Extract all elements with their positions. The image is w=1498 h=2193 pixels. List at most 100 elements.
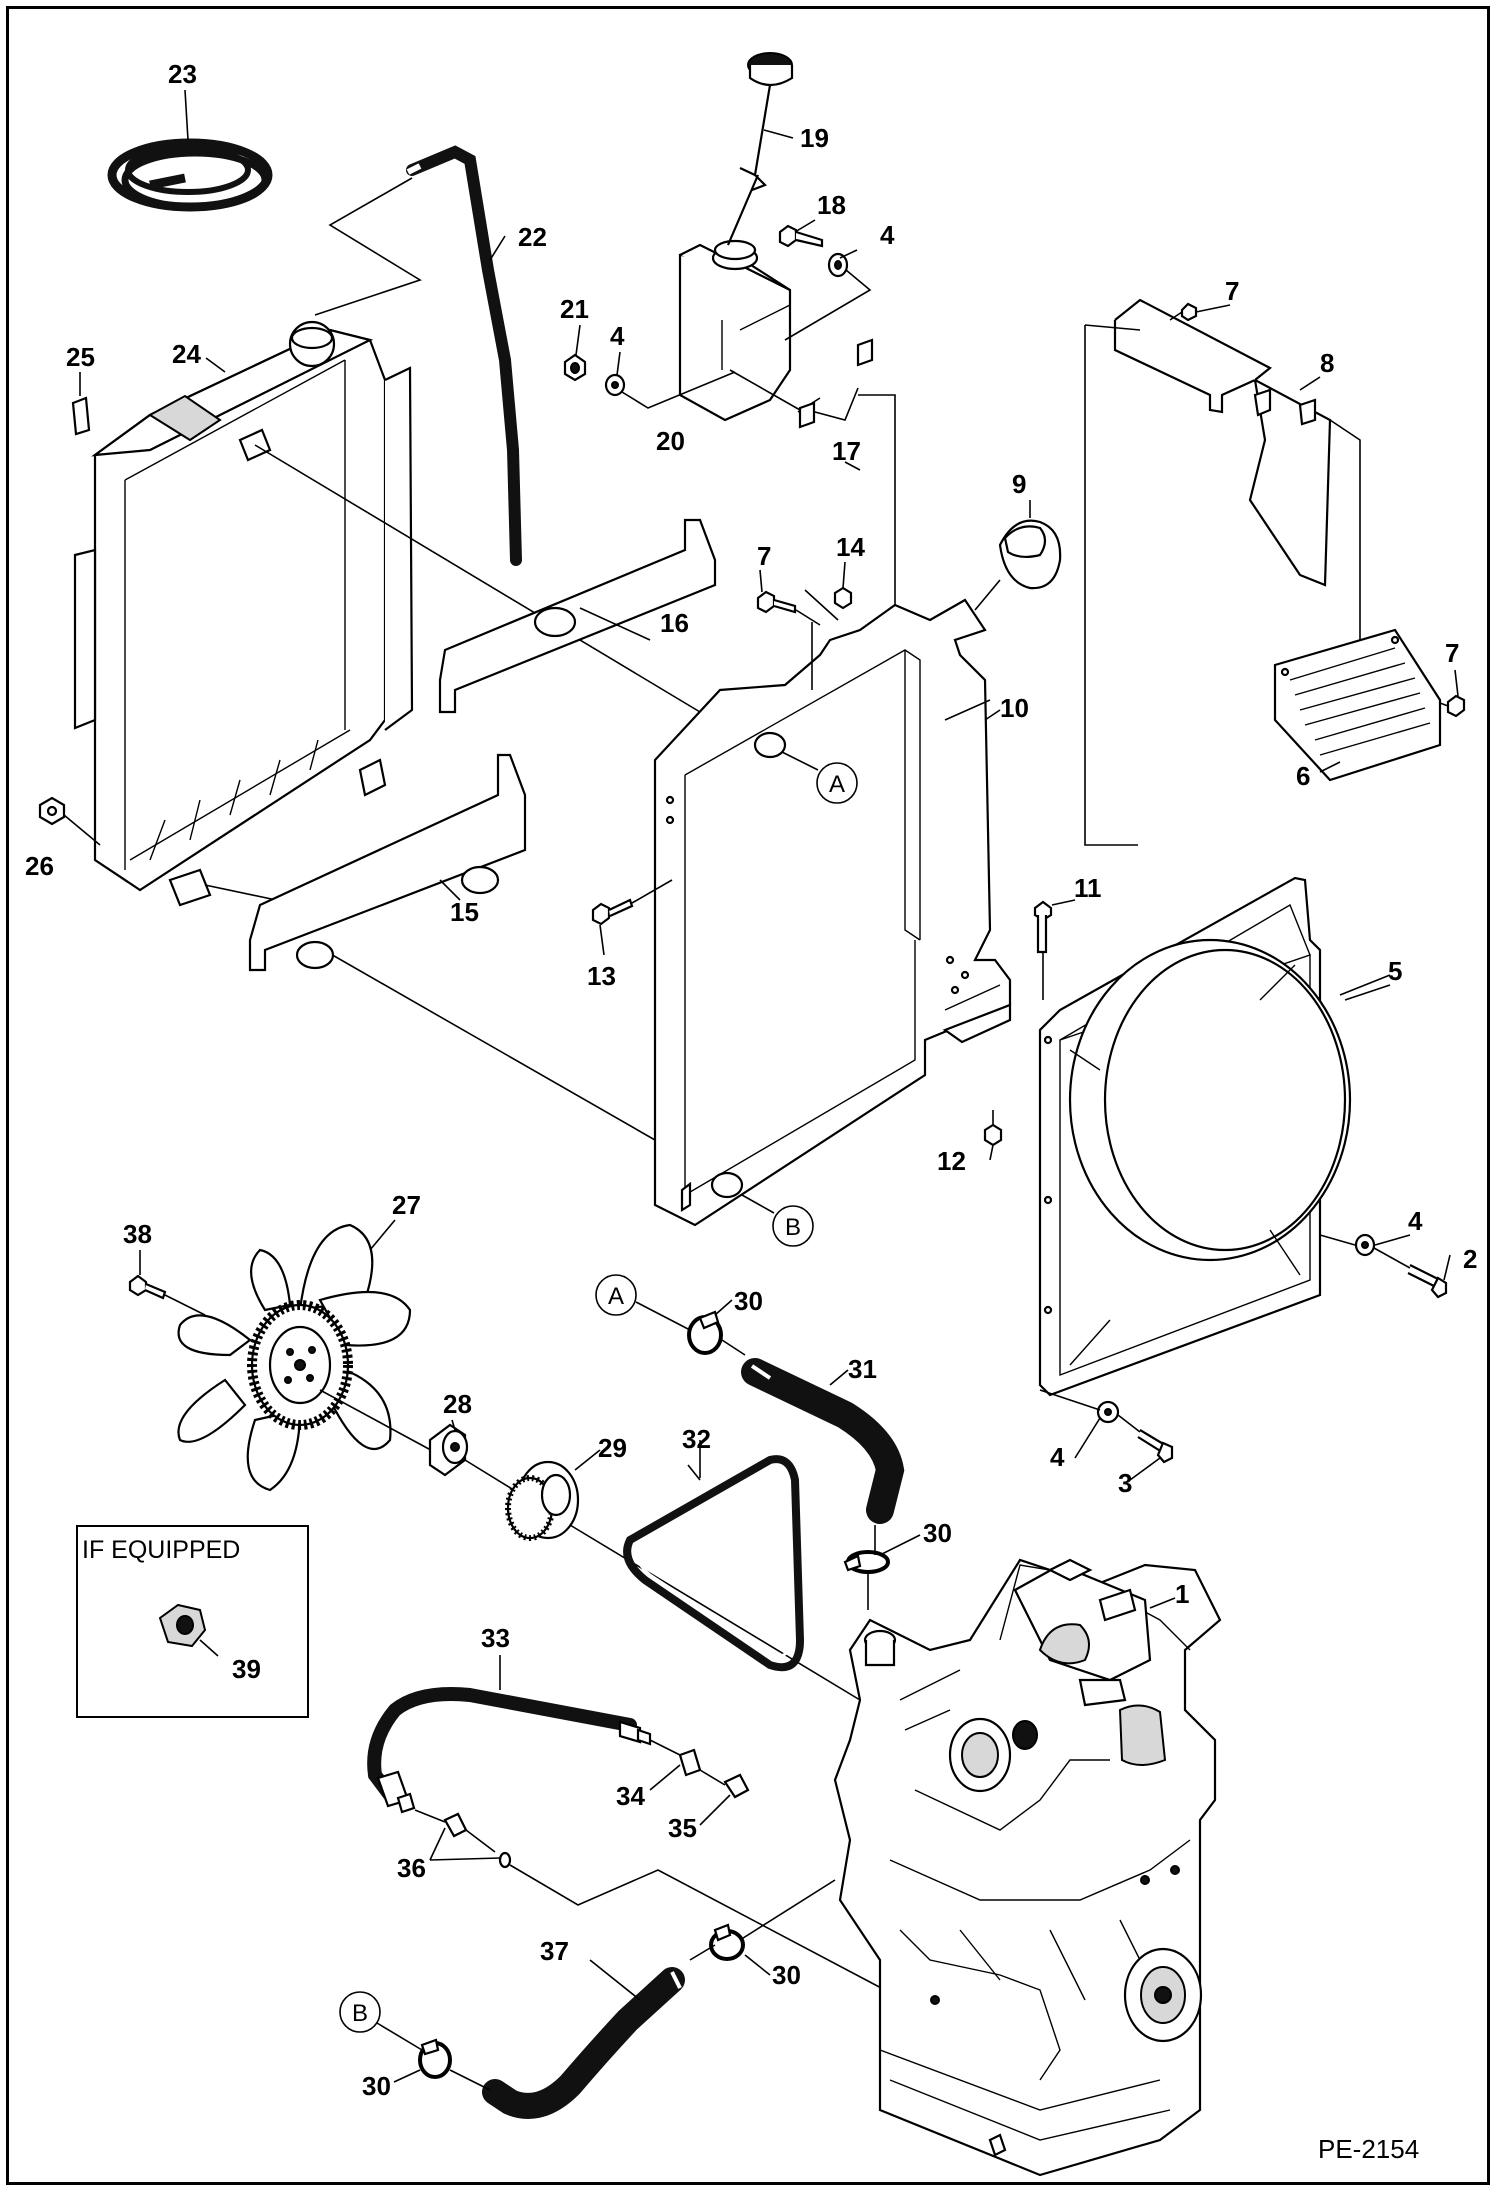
part-19-dipstick xyxy=(726,52,794,246)
figure-border xyxy=(6,6,1490,2185)
callout-21: 21 xyxy=(560,294,589,324)
callout-12: 12 xyxy=(937,1146,966,1176)
callout-16: 16 xyxy=(660,608,689,638)
part-39-adapter xyxy=(158,1603,207,1648)
callout-36: 36 xyxy=(397,1853,426,1883)
callout-35: 35 xyxy=(668,1813,697,1843)
callout-4b: 4 xyxy=(610,321,625,351)
callout-33: 33 xyxy=(481,1623,510,1653)
callout-4a: 4 xyxy=(880,220,895,250)
callout-38: 38 xyxy=(123,1219,152,1249)
part-1-engine xyxy=(833,1558,1222,2177)
ref-b-radiator: B xyxy=(741,1194,814,1247)
leader-38 xyxy=(164,1294,206,1316)
callout-10: 10 xyxy=(1000,693,1029,723)
part-13-bolt xyxy=(591,898,634,926)
leader-10 xyxy=(944,699,991,721)
leader-36-to-engine xyxy=(509,1864,886,1991)
callout-30d: 30 xyxy=(362,2071,391,2101)
callout-9: 9 xyxy=(1012,469,1026,499)
callout-32: 32 xyxy=(682,1424,711,1454)
callout-11: 11 xyxy=(1074,873,1102,903)
callout-23: 23 xyxy=(168,59,197,89)
callout-30a: 30 xyxy=(734,1286,763,1316)
leader-6 xyxy=(1439,702,1449,707)
part-7-bolt-left xyxy=(756,590,797,614)
part-31-hose xyxy=(741,1358,905,1524)
part-28-spacer xyxy=(428,1423,469,1477)
part-callout-labels: 1 2 3 4 4 4 4 5 6 7 7 7 8 9 10 11 12 13 … xyxy=(25,59,1477,2101)
callout-19: 19 xyxy=(800,123,829,153)
leader-5 xyxy=(1344,984,1391,1001)
leader-19 xyxy=(763,129,794,139)
part-7-bolt-top xyxy=(1180,302,1198,322)
leader-37-up xyxy=(689,1944,716,1961)
part-3-bolt xyxy=(1137,1429,1174,1464)
part-34-fitting xyxy=(678,1748,702,1777)
part-23-coiled-hose xyxy=(107,138,273,212)
part-7-bolt-right xyxy=(1446,694,1466,718)
ref-a-radiator: A xyxy=(781,751,858,804)
svg-text:A: A xyxy=(608,1283,624,1310)
callout-7a: 7 xyxy=(1225,276,1239,306)
callout-29: 29 xyxy=(598,1433,627,1463)
callout-39: 39 xyxy=(232,1654,261,1684)
leader-29-to-engine xyxy=(569,1524,861,1701)
leader-8-right xyxy=(1329,419,1361,658)
callout-25: 25 xyxy=(66,342,95,372)
svg-text:A: A xyxy=(829,771,845,798)
part-24-radiator xyxy=(73,320,414,907)
callout-30b: 30 xyxy=(923,1518,952,1548)
callout-17: 17 xyxy=(832,436,861,466)
leader-9 xyxy=(974,579,1001,611)
leader-15 xyxy=(439,879,461,901)
part-30-clamp-lower-left xyxy=(418,2038,452,2079)
callout-34: 34 xyxy=(616,1781,645,1811)
part-29-pulley xyxy=(505,1460,580,1541)
part-17-spacer xyxy=(798,338,874,429)
callout-1: 1 xyxy=(1175,1579,1189,1609)
callout-24: 24 xyxy=(172,339,201,369)
part-37-hose xyxy=(482,1967,685,2119)
label-leader-lines xyxy=(79,89,1459,2083)
callout-2: 2 xyxy=(1463,1244,1477,1274)
part-27-fan xyxy=(177,1223,412,1492)
leader-16 xyxy=(579,607,651,641)
part-4-washer-bottom xyxy=(1096,1400,1120,1424)
callout-18: 18 xyxy=(817,190,846,220)
part-30-clamp-lower-right xyxy=(709,1923,745,1961)
part-5-fan-shroud xyxy=(1038,876,1352,1397)
leader-2 xyxy=(1319,1234,1411,1269)
callout-3: 3 xyxy=(1118,1468,1132,1498)
svg-text:B: B xyxy=(352,2000,368,2027)
leader-36 xyxy=(414,1809,496,1853)
part-4-washer-right xyxy=(1354,1233,1376,1257)
part-2-bolt xyxy=(1407,1264,1448,1299)
callout-8: 8 xyxy=(1320,348,1334,378)
leader-14 xyxy=(804,589,839,621)
part-35-fitting xyxy=(723,1773,750,1799)
leader-b-to-clamp xyxy=(376,2022,491,2091)
leader-39 xyxy=(199,1639,219,1657)
part-16-upper-mount xyxy=(438,518,717,714)
callout-26: 26 xyxy=(25,851,54,881)
callout-22: 22 xyxy=(518,222,547,252)
callout-28: 28 xyxy=(443,1389,472,1419)
leader-7-left xyxy=(795,609,821,626)
leader-26 xyxy=(63,814,101,846)
callout-5: 5 xyxy=(1388,956,1402,986)
part-11-bolt xyxy=(1033,900,1053,954)
callout-30c: 30 xyxy=(772,1960,801,1990)
leader-33-fittings xyxy=(649,1739,726,1786)
leader-4-top xyxy=(784,269,872,341)
part-22-overflow-hose xyxy=(406,145,522,566)
part-33-hose xyxy=(367,1687,652,1814)
svg-text:B: B xyxy=(785,1214,801,1241)
leader-17 xyxy=(814,387,896,700)
callout-7b: 7 xyxy=(757,541,771,571)
leader-13 xyxy=(631,879,673,904)
part-20-reservoir xyxy=(678,239,792,422)
part-21-nut xyxy=(563,353,587,382)
if-equipped-label: IF EQUIPPED xyxy=(82,1536,240,1564)
